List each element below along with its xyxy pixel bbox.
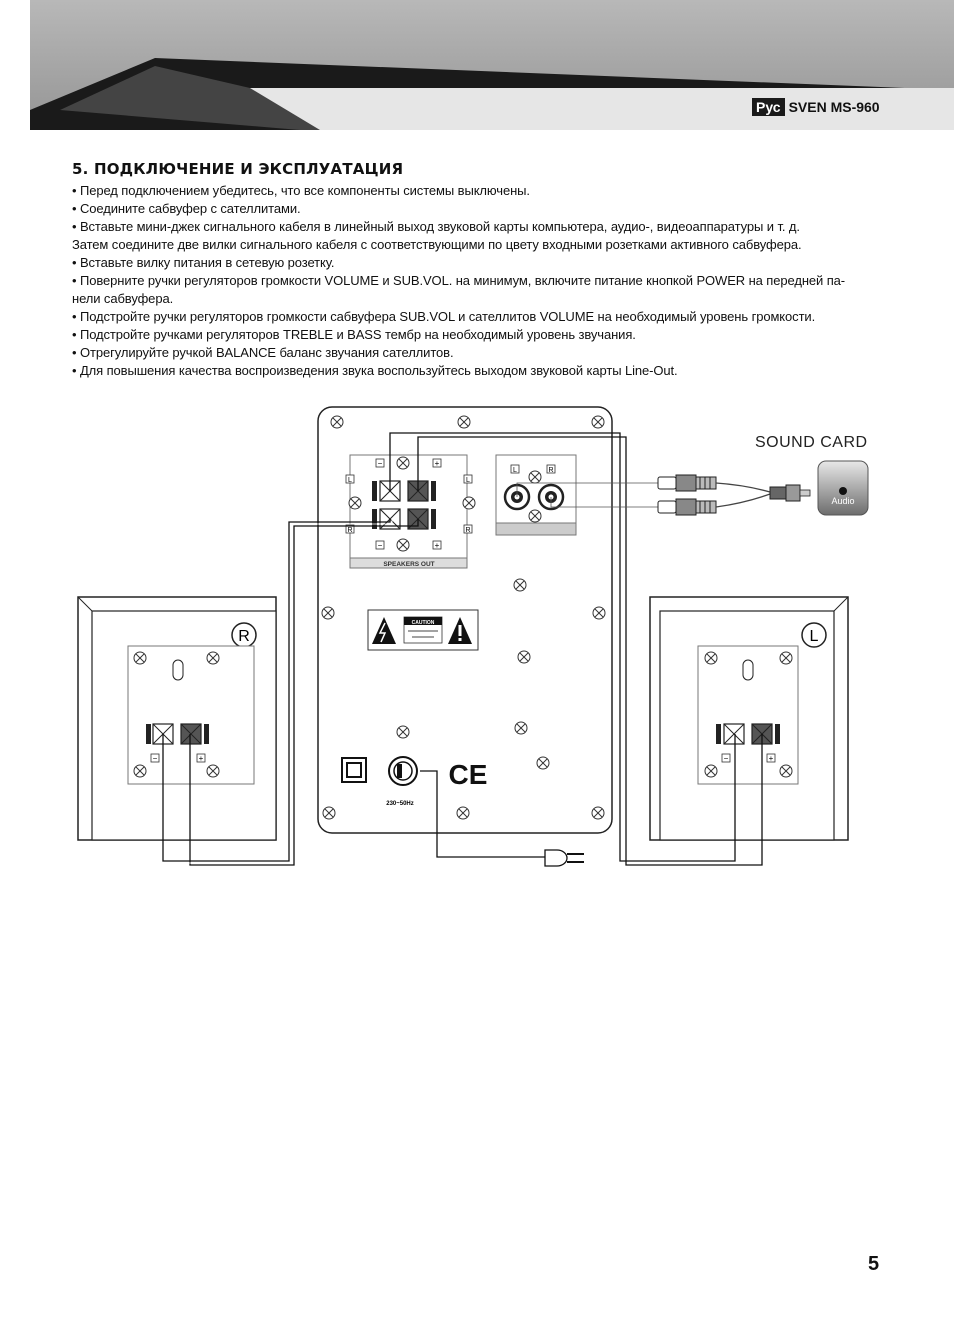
subwoofer-panel: SPEAKERS OUT − + − + L L R R (317, 406, 613, 834)
rca-input-block: L R (495, 454, 577, 536)
caution-label: CAUTION (367, 609, 479, 651)
minus-sign: − (724, 754, 729, 763)
rca-left-label: L (513, 467, 517, 474)
rca-right-label: R (548, 467, 553, 474)
power-cable (420, 770, 584, 867)
audio-label: Audio (831, 496, 854, 506)
wiring-diagram: SPEAKERS OUT − + − + L L R R (77, 406, 869, 867)
page-number: 5 (868, 1253, 880, 1275)
instruction-line: Затем соедините две вилки сигнального ка… (72, 237, 802, 252)
plus-sign: + (199, 754, 204, 763)
mini-jack-plug (769, 484, 811, 502)
minus-sign: − (378, 459, 383, 468)
minus-sign: − (153, 754, 158, 763)
instruction-line: • Вставьте вилку питания в сетевую розет… (72, 255, 335, 270)
instruction-line: • Для повышения качества воспроизведения… (72, 363, 678, 378)
connection-section: 5. ПОДКЛЮЧЕНИЕ И ЭКСПЛУАТАЦИЯ • Перед по… (72, 160, 892, 380)
power-inlet: 230~50Hz (386, 756, 418, 807)
language-badge: Рус (752, 98, 785, 116)
caution-text: CAUTION (412, 620, 435, 626)
minus-sign: − (378, 541, 383, 550)
instruction-line: • Подстройте ручками регуляторов TREBLE … (72, 327, 636, 342)
voltage-label: 230~50Hz (386, 801, 414, 807)
instruction-line: • Поверните ручки регуляторов громкости … (72, 273, 846, 288)
section-title: 5. ПОДКЛЮЧЕНИЕ И ЭКСПЛУАТАЦИЯ (72, 160, 404, 178)
speaker-terminals (372, 480, 436, 530)
instruction-line: • Вставьте мини-джек сигнального кабеля … (72, 219, 800, 234)
double-insulation-icon (341, 757, 367, 783)
instruction-line: • Соедините сабвуфер с сателлитами. (72, 201, 301, 216)
right-satellite: R − + (77, 596, 277, 841)
instruction-line: • Перед подключением убедитесь, что все … (72, 183, 530, 198)
left-satellite: L − + (649, 596, 849, 841)
rca-plug-right (657, 498, 717, 516)
terminal-right-label: R (465, 527, 470, 534)
rca-plug-left (657, 474, 717, 492)
plus-sign: + (435, 541, 440, 550)
speakers-out-block: SPEAKERS OUT − + − + L L R R (345, 454, 476, 569)
audio-port-icon: Audio (817, 460, 869, 516)
sound-card-label: SOUND CARD (755, 434, 868, 451)
left-speaker-cable (389, 432, 763, 866)
right-speaker-label: R (238, 628, 250, 645)
plus-sign: + (435, 459, 440, 468)
ce-mark: CE (449, 759, 488, 790)
instruction-line: • Отрегулируйте ручкой BALANCE баланс зв… (72, 345, 454, 360)
terminal-left-label: L (348, 477, 352, 484)
instruction-line: • Подстройте ручки регуляторов громкости… (72, 309, 816, 324)
left-speaker-label: L (810, 628, 819, 645)
terminal-right-label: R (347, 527, 352, 534)
right-speaker-cable (162, 519, 419, 866)
plus-sign: + (769, 754, 774, 763)
header-band (30, 0, 954, 130)
signal-cable (516, 474, 811, 516)
model-name: SVEN MS-960 (788, 99, 880, 115)
instruction-line: нели сабвуфера. (72, 291, 174, 306)
speakers-out-label: SPEAKERS OUT (383, 561, 434, 568)
terminal-left-label: L (466, 477, 470, 484)
